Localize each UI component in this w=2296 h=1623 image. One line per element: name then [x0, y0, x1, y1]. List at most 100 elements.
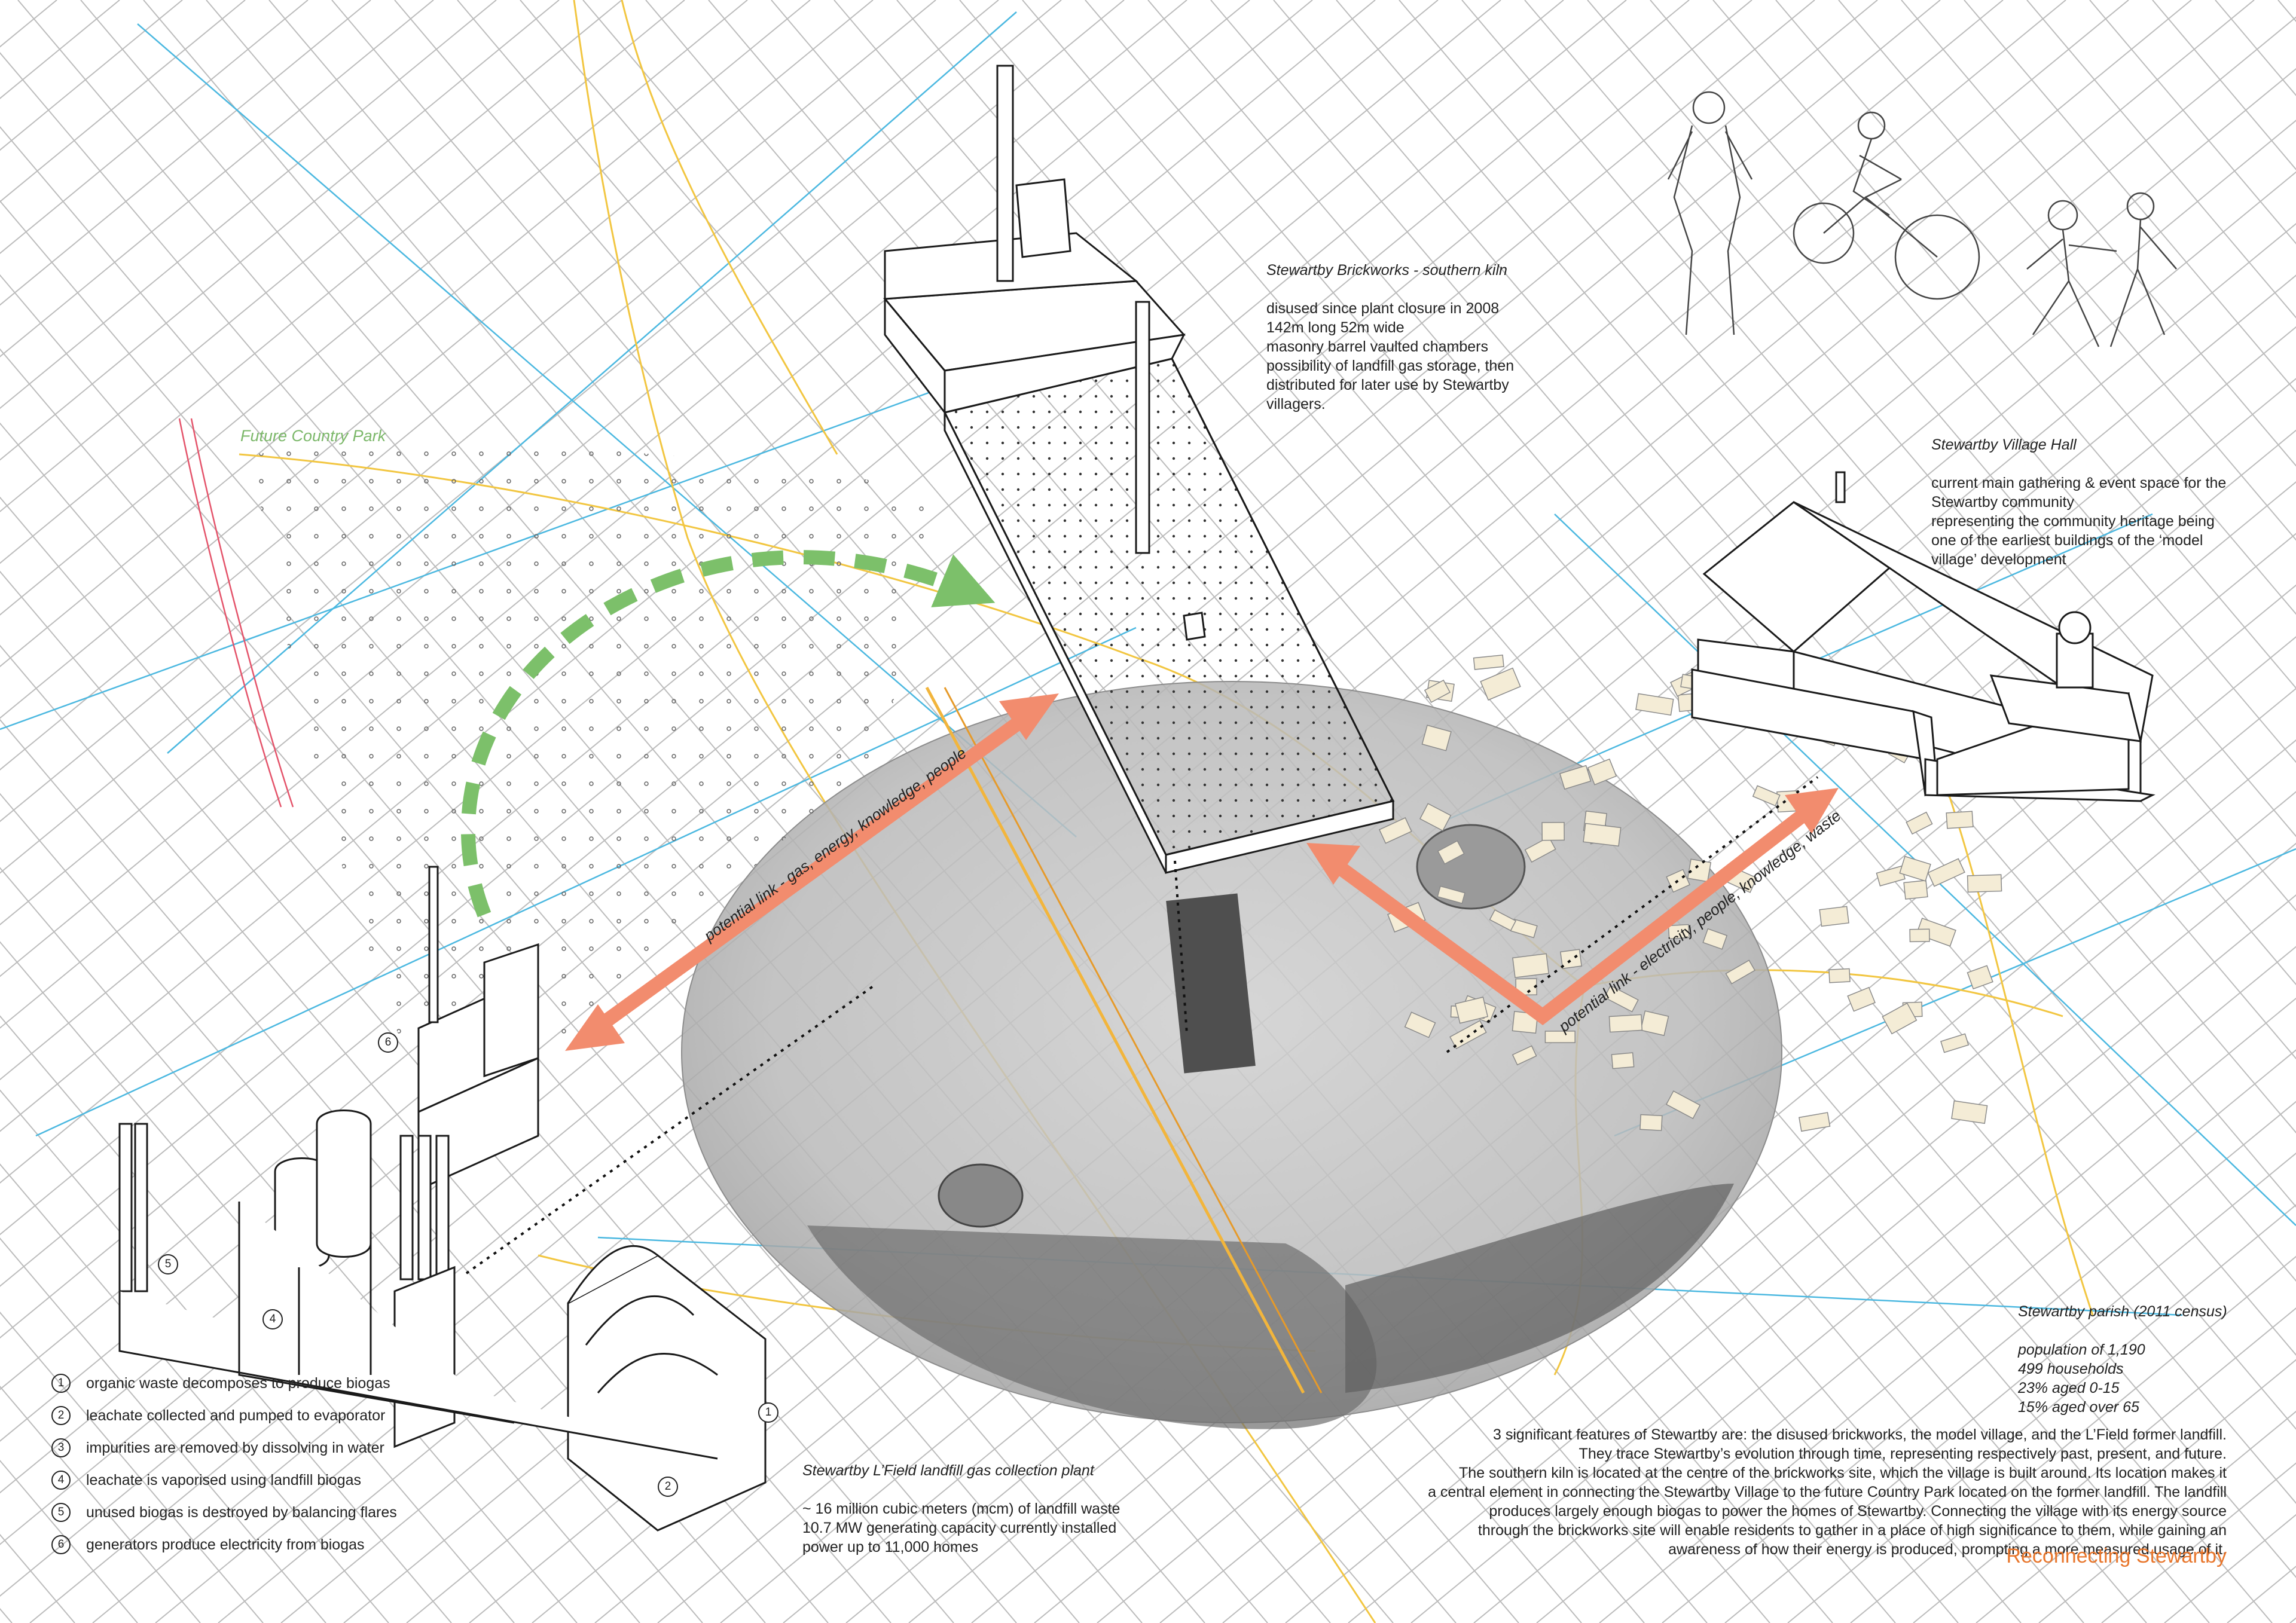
- village-house: [1752, 785, 1781, 806]
- grid-line: [1724, 1153, 2296, 1623]
- village-house: [1583, 823, 1622, 847]
- landfill-line: power up to 11,000 homes: [802, 1539, 979, 1555]
- footer-title: Reconnecting Stewartby: [2006, 1545, 2227, 1567]
- red-lines: [178, 418, 294, 808]
- plant-marker-6: 6: [378, 1032, 398, 1053]
- future-country-park-label: Future Country Park: [240, 427, 386, 445]
- village-house: [1639, 1114, 1663, 1131]
- plant-marker-1: 1: [758, 1402, 778, 1423]
- landfill-dotted-area: [251, 444, 933, 1112]
- village-house: [1946, 811, 1974, 829]
- grid-line: [1599, 1049, 2296, 1623]
- village-house: [1404, 1011, 1436, 1038]
- grid-line: [0, 0, 371, 306]
- grid-line: [2289, 1617, 2296, 1623]
- landfill-annotation: Stewartby L’Field landfill gas collectio…: [802, 1461, 1221, 1557]
- summary-line: They trace Stewartby’s evolution through…: [1578, 1445, 2227, 1462]
- village-house: [1421, 725, 1452, 751]
- kiln-line: masonry barrel vaulted chambers: [1266, 338, 1488, 355]
- legend-text: impurities are removed by dissolving in …: [86, 1439, 384, 1456]
- grid-line: [1147, 0, 2296, 1356]
- grid-line: [1473, 946, 2296, 1623]
- village-house: [1906, 811, 1933, 835]
- village-house: [1702, 928, 1728, 950]
- village-house: [1437, 885, 1465, 904]
- landfill-title: Stewartby L’Field landfill gas collectio…: [802, 1462, 1094, 1479]
- summary-line: awareness of how their energy is produce…: [1668, 1541, 2227, 1558]
- village-house: [1828, 968, 1851, 983]
- hall-annotation: Stewartby Village Hall current main gath…: [1931, 435, 2278, 569]
- grid-line: [0, 0, 1125, 926]
- summary-text: 3 significant features of Stewartby are:…: [1315, 1425, 2227, 1559]
- grid-line: [1901, 0, 2296, 467]
- village-house: [1608, 1014, 1643, 1033]
- summary-line: 3 significant features of Stewartby are:…: [1492, 1426, 2227, 1443]
- grid-line: [1964, 0, 2296, 393]
- village-house: [1967, 965, 1993, 990]
- legend-text: organic waste decomposes to produce biog…: [86, 1375, 390, 1392]
- link-arrow-right-heads: [1306, 788, 1839, 885]
- village-house: [1903, 879, 1928, 900]
- process-legend: 1 organic waste decomposes to produce bi…: [51, 1374, 470, 1567]
- grid-line: [1775, 0, 2296, 615]
- village-house: [1909, 928, 1930, 943]
- hall-line: representing the community heritage bein…: [1931, 513, 2215, 530]
- grid-line: [1650, 0, 2296, 763]
- village-house: [1687, 858, 1712, 882]
- village-house: [1424, 679, 1451, 703]
- village-house: [1473, 654, 1504, 670]
- village-house: [1916, 918, 1956, 947]
- village-house: [1611, 1052, 1635, 1069]
- legend-number: 3: [51, 1438, 71, 1457]
- village-house: [1544, 1031, 1576, 1043]
- village-house: [1604, 985, 1639, 1013]
- parish-line: population of 1,190: [2018, 1341, 2145, 1358]
- village-house: [1559, 949, 1583, 970]
- kiln-building: [883, 65, 1395, 874]
- plant-marker-4: 4: [262, 1309, 283, 1329]
- grid-line: [1787, 1204, 2296, 1623]
- legend-text: leachate is vaporised using landfill bio…: [86, 1472, 362, 1488]
- grid-line: [1536, 997, 2296, 1623]
- parish-line: 499 households: [2018, 1361, 2124, 1377]
- grid-line: [0, 719, 766, 1623]
- kiln-line: distributed for later use by Stewartby: [1266, 377, 1509, 393]
- village-leader-line: [1446, 776, 1819, 1053]
- village-house: [1512, 953, 1550, 979]
- village-house: [1665, 1090, 1701, 1120]
- aerial-map: [681, 681, 1782, 1429]
- legend-item: 3 impurities are removed by dissolving i…: [51, 1438, 470, 1457]
- grid-line: [0, 0, 685, 564]
- summary-line: produces largely enough biogas to power …: [1489, 1503, 2227, 1520]
- people-sketch: [1667, 91, 2177, 347]
- legend-number: 5: [51, 1503, 71, 1522]
- plant-marker-5: 5: [158, 1254, 178, 1274]
- legend-item: 4 leachate is vaporised using landfill b…: [51, 1471, 470, 1490]
- village-blocks: [1379, 654, 2002, 1132]
- village-hall-building: [1691, 471, 2155, 802]
- village-house: [1847, 986, 1876, 1012]
- grid-line: [1348, 842, 2296, 1623]
- grid-line: [1410, 894, 2296, 1623]
- landfill-line: ~ 16 million cubic meters (mcm) of landf…: [802, 1500, 1120, 1517]
- grid-line: [0, 0, 57, 48]
- grid-line: [0, 0, 560, 461]
- grid-line: [0, 1237, 326, 1623]
- grid-line: [1850, 1255, 2296, 1623]
- grid-line: [1085, 0, 2296, 1430]
- grid-line: [0, 0, 874, 719]
- legend-item: 1 organic waste decomposes to produce bi…: [51, 1374, 470, 1393]
- hall-line: village’ development: [1931, 551, 2066, 568]
- village-house: [1967, 874, 2002, 893]
- village-house: [1799, 1112, 1831, 1132]
- grid-line: [1336, 0, 2296, 1134]
- kiln-line: villagers.: [1266, 396, 1326, 412]
- landfill-line: 10.7 MW generating capacity currently in…: [802, 1520, 1117, 1536]
- grid-line: [0, 0, 811, 668]
- village-house: [1882, 1002, 1918, 1035]
- link-arrow-right: [1323, 807, 1810, 1026]
- legend-item: 5 unused biogas is destroyed by balancin…: [51, 1503, 470, 1522]
- legend-text: generators produce electricity from biog…: [86, 1536, 365, 1553]
- hall-line: current main gathering & event space for…: [1931, 475, 2227, 491]
- village-house: [1725, 959, 1755, 985]
